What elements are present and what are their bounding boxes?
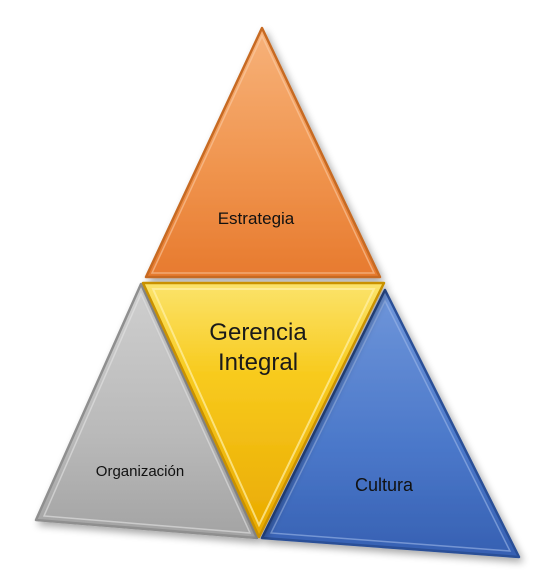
triangle-left [34, 282, 259, 540]
label-cultura: Cultura [355, 475, 414, 495]
triangle-right [260, 288, 521, 559]
label-organizacion: Organización [96, 463, 184, 480]
label-gerencia-line1: Gerencia [209, 319, 307, 346]
label-gerencia-line2: Integral [218, 349, 298, 376]
triangle-top [144, 26, 382, 279]
label-estrategia: Estrategia [218, 209, 295, 228]
triangle-center [141, 281, 386, 539]
